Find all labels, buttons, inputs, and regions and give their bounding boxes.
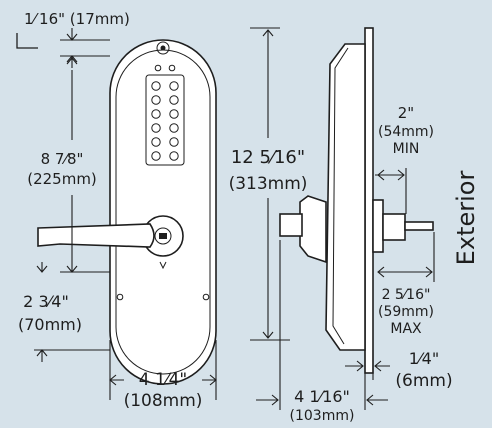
keypad-key [169, 109, 179, 119]
top-screw-center [160, 45, 166, 51]
arrow-gap-in [345, 360, 364, 372]
arrow-width-left [109, 374, 124, 386]
label-projection: 4 1⁄16" [294, 387, 350, 406]
arrow-lever-bottom-up [36, 349, 48, 362]
led-icon-left [154, 64, 162, 72]
arrow-projection-left [256, 394, 279, 406]
keypad-key [169, 151, 179, 161]
arrow-projection-right [366, 394, 388, 406]
bottom-screw-left-icon [116, 293, 124, 301]
label-lever-to-bottom: 2 3⁄4" [23, 292, 69, 311]
dimension-lines [16, 27, 435, 410]
label-top-offset: 1⁄ 16" (17mm) [24, 10, 130, 28]
arrow-gap-out [374, 360, 390, 372]
arrow-lever-bottom-down [36, 262, 48, 273]
bottom-screw-right-icon [202, 293, 210, 301]
led-icon-right [168, 64, 176, 72]
label-door-min-tag: MIN [393, 141, 420, 157]
keypad-key [169, 123, 179, 133]
side-lever-hub [299, 195, 327, 264]
key-cylinder [154, 227, 172, 245]
label-door-max-tag: MAX [390, 321, 422, 337]
arrow-width-right [202, 374, 217, 386]
label-door-min: 2" [398, 104, 414, 122]
keyway-icon [159, 233, 167, 239]
label-height-trim: 8 7⁄8" [41, 150, 84, 168]
corner-mark [16, 33, 38, 49]
keypad-key [151, 109, 161, 119]
side-lever-stub [279, 213, 303, 237]
arrow-door-max-left [377, 266, 392, 278]
side-housing [325, 43, 366, 351]
escutcheon-outer [109, 39, 217, 385]
front-view [37, 39, 217, 385]
keypad-keys [151, 81, 179, 161]
keypad-key [169, 95, 179, 105]
indicator-mark-icon [159, 261, 167, 270]
label-plate-gap-mm: (6mm) [395, 371, 452, 391]
label-exterior: Exterior [452, 171, 480, 266]
label-door-max: 2 5⁄16" [382, 287, 431, 303]
side-spindle [372, 199, 384, 253]
lever-handle [37, 223, 155, 248]
label-door-min-mm: (54mm) [378, 124, 434, 140]
side-housing-edge [332, 47, 349, 345]
arrow-top-offset-down [66, 28, 78, 41]
keypad-key [151, 81, 161, 91]
keypad-key [169, 137, 179, 147]
label-projection-mm: (103mm) [290, 408, 355, 424]
arrow-total-bottom [262, 331, 274, 339]
keypad-key [151, 95, 161, 105]
keypad-key [151, 137, 161, 147]
label-door-max-mm: (59mm) [378, 304, 434, 320]
arrow-total-top [262, 29, 274, 37]
keypad-frame [145, 74, 185, 166]
label-plate-gap: 1⁄4" [409, 349, 439, 368]
keypad-key [169, 81, 179, 91]
arrow-door-min-left [377, 169, 390, 181]
door-plate [364, 27, 374, 374]
side-chassis [382, 213, 406, 241]
label-height-trim-mm: (225mm) [27, 170, 97, 188]
dimension-labels: 1⁄ 16" (17mm) 8 7⁄8" (225mm) 2 3⁄4" (70m… [18, 10, 480, 424]
label-trim-width: 4 1⁄4" [139, 370, 188, 390]
label-lever-to-bottom-mm: (70mm) [18, 315, 82, 334]
side-view [279, 27, 434, 374]
side-tailpiece [404, 221, 434, 231]
keypad-key [151, 123, 161, 133]
label-total-height: 12 5⁄16" [231, 147, 305, 168]
label-trim-width-mm: (108mm) [124, 391, 203, 411]
arrow-height-top [66, 57, 78, 65]
keypad-key [151, 151, 161, 161]
label-total-height-mm: (313mm) [229, 174, 308, 194]
top-screw-icon [156, 41, 170, 55]
